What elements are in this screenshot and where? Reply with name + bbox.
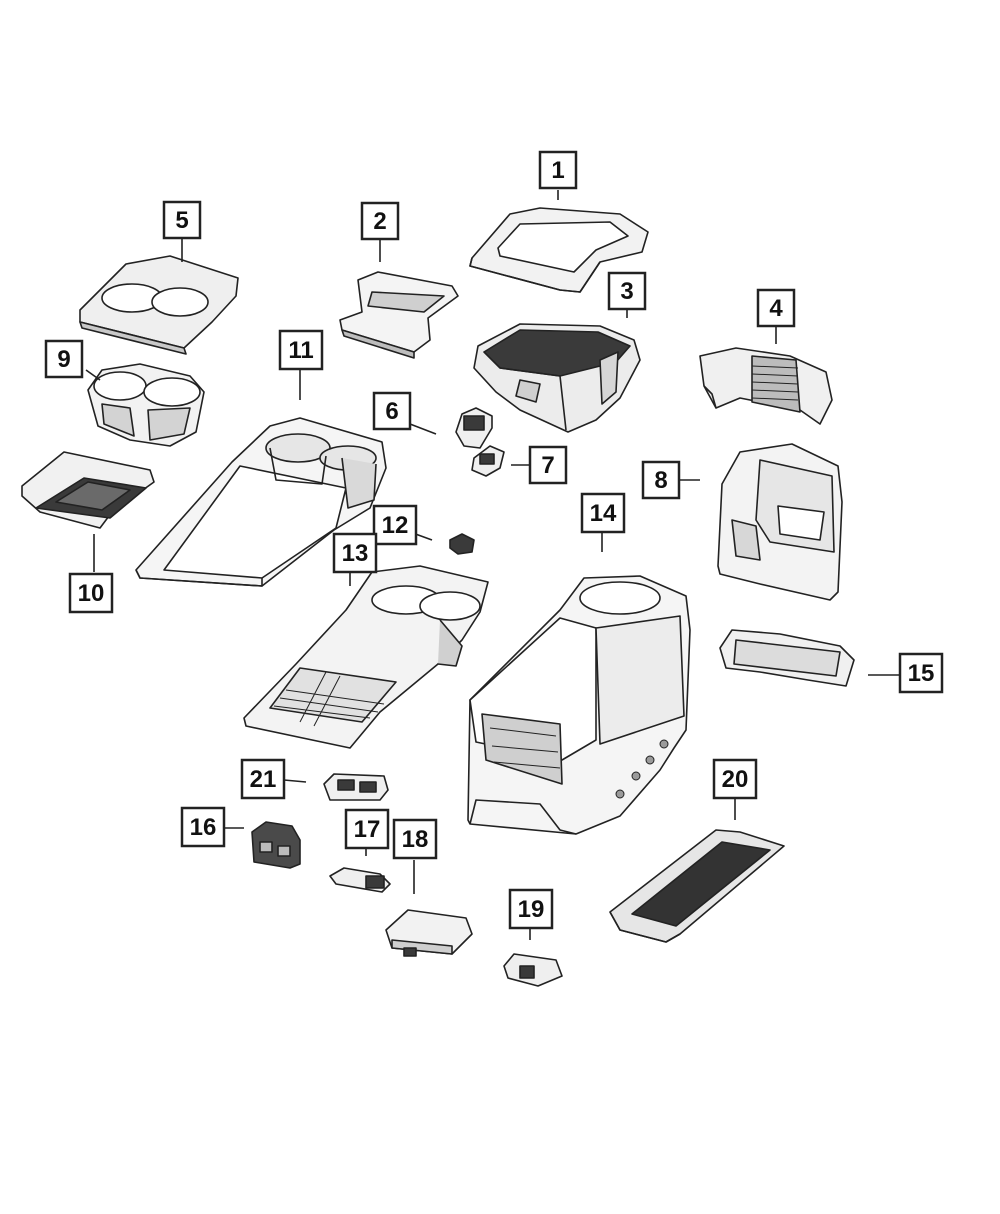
part-21-switch-bank: [323, 773, 389, 801]
part-9-cupholder-insert: [87, 363, 205, 447]
callout-box: [68, 572, 114, 614]
callout-number: 4: [769, 295, 783, 322]
part-19-bracket: [503, 953, 563, 987]
callout-number: 3: [620, 278, 633, 305]
callout-13: 13: [332, 532, 378, 574]
callout-10: 10: [68, 572, 114, 614]
callout-box: [538, 150, 578, 190]
callout-11: 11: [278, 329, 324, 371]
callout-number: 8: [654, 467, 667, 494]
part-20-tray-mat: [609, 829, 785, 943]
callout-3: 3: [607, 271, 647, 311]
callout-19: 19: [508, 888, 554, 930]
part-15-rear-bezel: [719, 629, 855, 687]
callout-box: [344, 808, 390, 850]
callout-number: 20: [722, 766, 749, 793]
callout-box: [278, 329, 324, 371]
callout-number: 7: [541, 452, 554, 479]
callout-box: [756, 288, 796, 328]
callout-number: 11: [288, 337, 313, 364]
callout-9: 9: [44, 339, 84, 379]
callout-14: 14: [580, 492, 626, 534]
callout-number: 6: [385, 398, 398, 425]
part-16-module: [251, 821, 301, 869]
part-13-console-lower: [243, 565, 489, 749]
callout-box: [641, 460, 681, 500]
callout-box: [508, 888, 554, 930]
callout-number: 21: [250, 766, 277, 793]
part-18-control-module: [385, 909, 473, 957]
callout-number: 5: [175, 207, 188, 234]
callout-7: 7: [528, 445, 568, 485]
callout-2: 2: [360, 201, 400, 241]
part-8-side-trim-housing: [717, 443, 843, 601]
callout-number: 15: [908, 660, 935, 687]
callout-number: 14: [590, 500, 617, 527]
part-2-armrest-tray: [339, 271, 459, 359]
callout-number: 2: [373, 208, 386, 235]
callout-box: [180, 806, 226, 848]
callout-16: 16: [180, 806, 226, 848]
callout-number: 19: [518, 896, 545, 923]
callout-box: [607, 271, 647, 311]
part-11-console-base: [135, 417, 387, 587]
part-12-connector: [449, 533, 475, 555]
callout-number: 16: [190, 814, 217, 841]
callout-number: 12: [382, 512, 409, 539]
callout-box: [580, 492, 626, 534]
callout-box: [332, 532, 378, 574]
callout-4: 4: [756, 288, 796, 328]
callout-number: 18: [402, 826, 429, 853]
callout-5: 5: [162, 200, 202, 240]
part-5-cupholder-bezel: [79, 255, 239, 355]
callout-6: 6: [372, 391, 412, 431]
callout-18: 18: [392, 818, 438, 860]
callout-number: 1: [551, 157, 564, 184]
callout-box: [712, 758, 758, 800]
callout-17: 17: [344, 808, 390, 850]
part-1-lid-bezel: [469, 207, 649, 293]
callout-box: [372, 504, 418, 546]
callout-number: 17: [354, 816, 381, 843]
callout-box: [528, 445, 568, 485]
part-17-connector-bracket: [329, 867, 391, 893]
callout-box: [372, 391, 412, 431]
callout-15: 15: [898, 652, 944, 694]
callout-box: [392, 818, 438, 860]
callout-box: [162, 200, 202, 240]
part-3-armrest-lid: [473, 323, 641, 433]
callout-box: [44, 339, 84, 379]
callout-box: [898, 652, 944, 694]
part-4-rear-trim-panel: [699, 347, 833, 425]
callout-number: 9: [57, 346, 70, 373]
callout-box: [360, 201, 400, 241]
callout-8: 8: [641, 460, 681, 500]
callout-20: 20: [712, 758, 758, 800]
part-6-switch: [455, 407, 493, 449]
callout-1: 1: [538, 150, 578, 190]
part-14-main-console: [467, 575, 691, 835]
callout-number: 10: [78, 580, 105, 607]
part-10-storage-tray: [21, 451, 155, 529]
part-7-usb-port: [471, 445, 505, 477]
callout-12: 12: [372, 504, 418, 546]
callout-number: 13: [342, 540, 369, 567]
callout-box: [240, 758, 286, 800]
callout-21: 21: [240, 758, 286, 800]
